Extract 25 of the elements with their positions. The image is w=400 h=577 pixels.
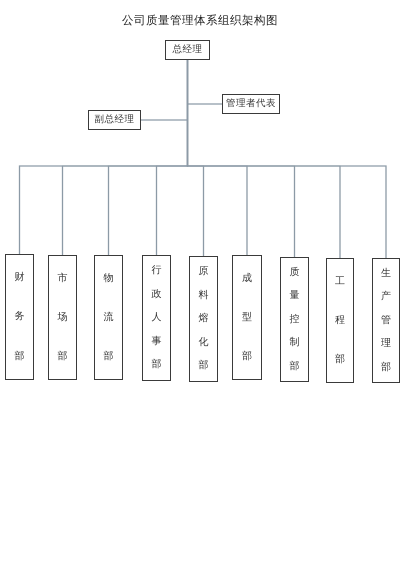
department-box	[142, 255, 171, 381]
department-box	[94, 255, 123, 380]
department-box	[5, 254, 34, 380]
department-box	[326, 258, 354, 383]
department-name: 行政人事部	[151, 264, 162, 372]
position-title: 管理者代表	[226, 98, 276, 110]
department-name: 生产管理部	[380, 266, 392, 375]
position-box	[222, 94, 280, 114]
position-title: 总经理	[172, 44, 202, 56]
department-box	[280, 257, 309, 382]
department-name: 财务部	[14, 270, 25, 364]
position-title: 副总经理	[94, 114, 134, 126]
department-box	[372, 258, 400, 383]
department-name: 工程部	[334, 275, 346, 367]
department-name: 市场部	[57, 272, 68, 364]
department-box	[48, 255, 77, 380]
department-box	[189, 256, 218, 382]
department-name: 质量控制部	[289, 266, 300, 374]
department-name: 成型部	[242, 272, 252, 364]
position-box	[88, 110, 141, 130]
chart-title: 公司质量管理体系组织架构图	[122, 15, 278, 29]
department-name: 原料熔化部	[198, 265, 209, 374]
department-name: 物流部	[103, 272, 114, 364]
department-box	[232, 255, 262, 380]
position-box	[165, 40, 210, 60]
